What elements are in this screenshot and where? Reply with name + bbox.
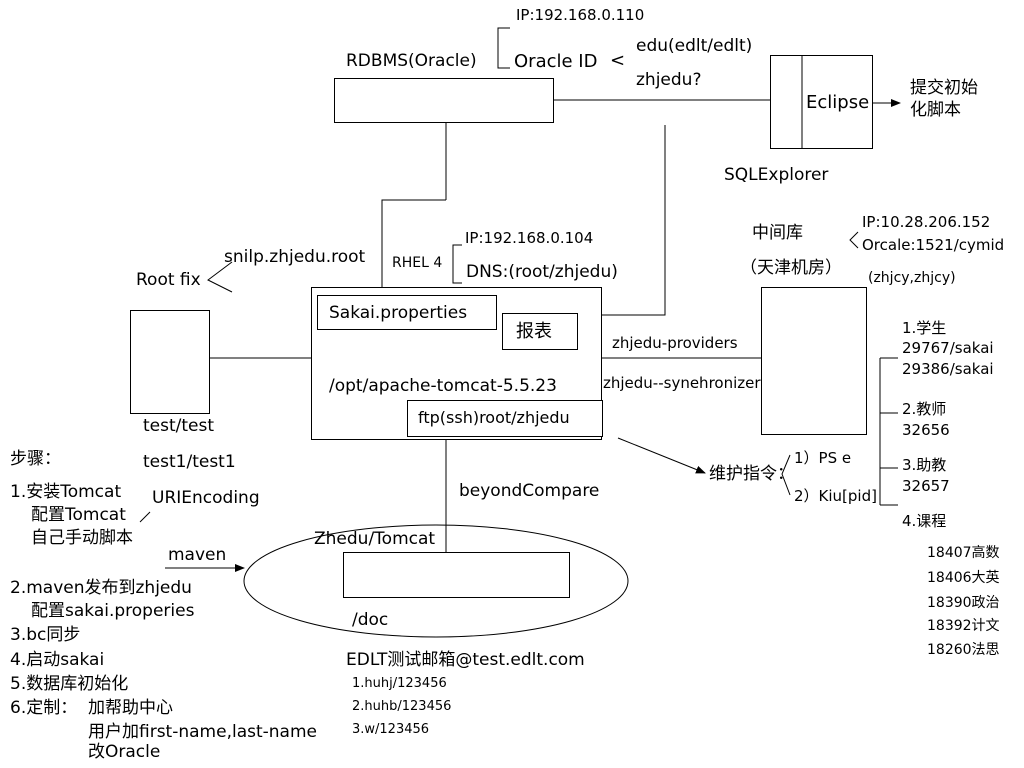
sakai-properties-box bbox=[317, 295, 497, 330]
middle-db-account: (zhjcy,zhjcy) bbox=[868, 270, 956, 286]
email-account-1: 1.huhj/123456 bbox=[352, 676, 447, 691]
sqlexplorer-label: SQLExplorer bbox=[724, 165, 829, 185]
step-2a: 配置sakai.properies bbox=[31, 601, 195, 621]
test-user-2: test1/test1 bbox=[143, 452, 236, 472]
tree-item-4-title: 4.课程 bbox=[902, 512, 947, 530]
step-6a: 加帮助中心 bbox=[88, 698, 173, 718]
rdbms-server-line bbox=[381, 199, 446, 288]
step-1a: 配置Tomcat bbox=[31, 505, 126, 525]
middle-db-title: 中间库 bbox=[752, 223, 803, 243]
step-1: 1.安装Tomcat bbox=[10, 482, 122, 502]
root-fix-value: snilp.zhjedu.root bbox=[224, 247, 366, 267]
test-box bbox=[130, 310, 210, 414]
course-4: 18392计文 bbox=[927, 618, 1000, 634]
tree-item-2-value-1: 32656 bbox=[902, 421, 950, 439]
tree-item-2-title: 2.教师 bbox=[902, 400, 947, 418]
maintenance-arrow bbox=[617, 437, 706, 474]
tree-item-1-title: 1.学生 bbox=[902, 319, 947, 337]
oracle-id-lt: < bbox=[610, 50, 626, 71]
middle-db-orcale: Orcale:1521/cymid bbox=[862, 236, 1005, 254]
step-1b: 自己手动脚本 bbox=[31, 528, 133, 548]
oracle-ip-bracket bbox=[497, 27, 510, 69]
step-6b: 用户加first-name,last-name bbox=[88, 722, 317, 742]
ftp-label: ftp(ssh)root/zhjedu bbox=[418, 408, 570, 427]
maven-label: maven bbox=[168, 545, 227, 565]
middle-bracket bbox=[849, 231, 859, 249]
email-title: EDLT测试邮箱@test.edlt.com bbox=[346, 650, 585, 670]
maintenance-cmd-2: 2）Kiu[pid] bbox=[794, 487, 877, 505]
step-6: 6.定制： bbox=[10, 698, 78, 718]
oracle-id-label: Oracle ID bbox=[514, 51, 598, 72]
step-6c: 改Oracle bbox=[88, 742, 161, 762]
uri-slash bbox=[139, 511, 151, 523]
oracle-id-1: edu(edlt/edlt) bbox=[636, 36, 753, 56]
root-fix-label: Root fix bbox=[136, 270, 201, 290]
middle-db-location: （天津机房） bbox=[740, 258, 842, 278]
ellipse-title: Zhedu/Tomcat bbox=[314, 529, 436, 549]
email-account-3: 3.w/123456 bbox=[352, 722, 430, 737]
synchronizer-label: zhjedu--synehronizer bbox=[603, 374, 761, 392]
rhel-ip: IP:192.168.0.104 bbox=[465, 229, 594, 247]
middle-db-box bbox=[761, 287, 867, 435]
report-connector bbox=[577, 125, 666, 316]
beyond-compare-label: beyondCompare bbox=[459, 481, 600, 501]
tree-item-1-value-1: 29767/sakai bbox=[902, 339, 994, 357]
tree-item-3-title: 3.助教 bbox=[902, 456, 947, 474]
rdbms-box bbox=[334, 78, 554, 123]
rdbms-ip: IP:192.168.0.110 bbox=[516, 6, 645, 24]
oracle-id-2: zhjedu? bbox=[636, 70, 702, 90]
step-4: 4.启动sakai bbox=[10, 650, 105, 670]
step-3: 3.bc同步 bbox=[10, 625, 81, 645]
eclipse-action-2: 化脚本 bbox=[910, 100, 961, 120]
course-2: 18406大英 bbox=[927, 570, 1000, 586]
report-box bbox=[502, 313, 578, 350]
providers-label: zhjedu-providers bbox=[612, 334, 738, 352]
step-2: 2.maven发布到zhjedu bbox=[10, 578, 192, 598]
uri-encoding-label: URIEncoding bbox=[152, 488, 260, 508]
rhel-bracket bbox=[452, 244, 462, 284]
ellipse-doc: /doc bbox=[352, 610, 389, 630]
test-user-1: test/test bbox=[143, 416, 215, 436]
course-3: 18390政治 bbox=[927, 595, 1000, 611]
server-path: /opt/apache-tomcat-5.5.23 bbox=[329, 376, 557, 396]
steps-title: 步骤： bbox=[10, 449, 61, 469]
eclipse-box bbox=[770, 55, 873, 149]
rdbms-title: RDBMS(Oracle) bbox=[346, 51, 477, 71]
ftp-box bbox=[407, 400, 603, 437]
sakai-properties-label: Sakai.properties bbox=[329, 303, 468, 323]
root-fix-bracket bbox=[207, 261, 233, 293]
rhel-dns: DNS:(root/zhjedu) bbox=[466, 262, 618, 282]
eclipse-action-1: 提交初始 bbox=[910, 78, 978, 98]
rhel-label: RHEL 4 bbox=[392, 255, 443, 271]
eclipse-label: Eclipse bbox=[806, 92, 870, 113]
maintenance-cmd-1: 1）PS e bbox=[794, 449, 852, 467]
middle-db-ip: IP:10.28.206.152 bbox=[862, 213, 991, 231]
ellipse-inner-box bbox=[343, 552, 570, 598]
tomcat-ellipse bbox=[243, 524, 629, 638]
tree-item-3-value-1: 32657 bbox=[902, 477, 950, 495]
maintenance-brace bbox=[781, 454, 791, 496]
step-5: 5.数据库初始化 bbox=[10, 674, 129, 694]
tree-item-1-value-2: 29386/sakai bbox=[902, 360, 994, 378]
email-account-2: 2.huhb/123456 bbox=[352, 699, 452, 714]
maintenance-label: 维护指令： bbox=[709, 464, 794, 484]
course-5: 18260法思 bbox=[927, 642, 1000, 658]
report-label: 报表 bbox=[516, 321, 552, 342]
course-1: 18407高数 bbox=[927, 545, 1000, 561]
